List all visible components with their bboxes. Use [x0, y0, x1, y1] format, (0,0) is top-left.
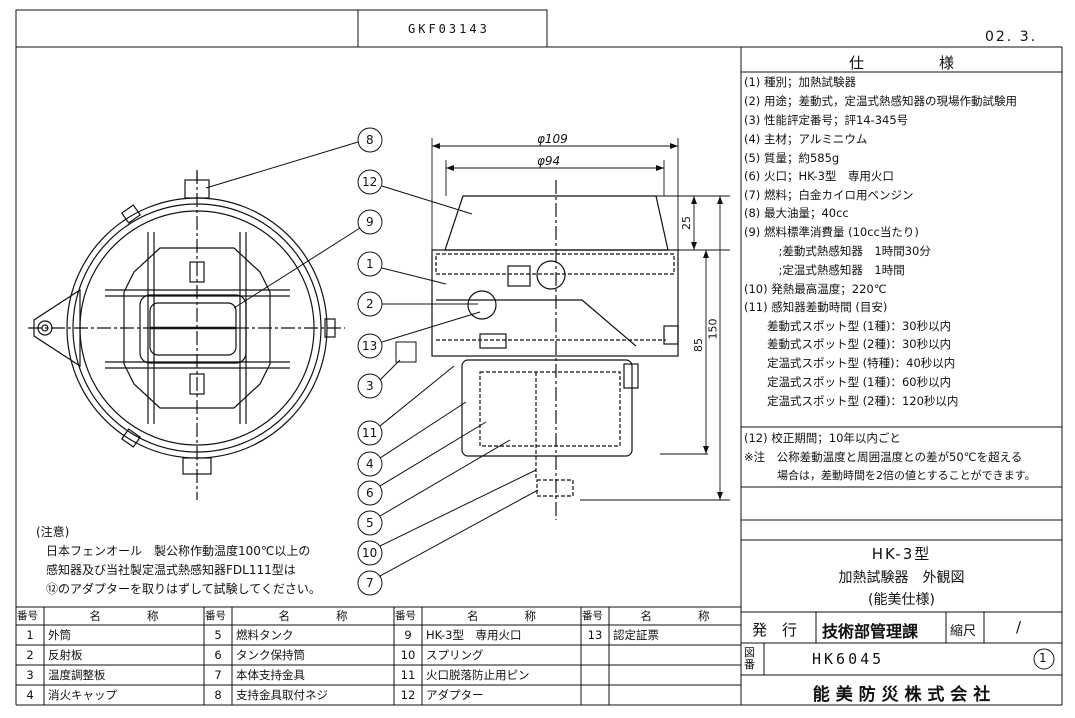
part-name: 燃料タンク	[236, 628, 294, 642]
col-name-header: 名 称	[278, 609, 348, 623]
part-no: 1	[26, 628, 34, 642]
part-name: 本体支持金具	[236, 668, 305, 682]
callout-9: 9	[366, 215, 374, 229]
part-no: 6	[214, 648, 222, 662]
col-name-header: 名 称	[89, 609, 159, 623]
part-name: HK-3型 専用火口	[426, 628, 522, 642]
spec-line: ※注 公称差動温度と周囲温度との差が50℃を超える	[744, 450, 1023, 464]
part-name: 認定証票	[613, 628, 659, 642]
revision-mark: 1	[1039, 651, 1047, 665]
spec-line: (8) 最大油量；40cc	[744, 206, 849, 220]
part-no: 3	[26, 668, 34, 682]
callout-2: 2	[366, 297, 374, 311]
callout-4: 4	[366, 457, 374, 471]
spec-title: 仕 様	[848, 54, 954, 72]
drawing-number: HK6045	[812, 650, 885, 668]
spec-line: (9) 燃料標準消費量 (10cc当たり)	[744, 225, 919, 239]
note-heading: (注意)	[36, 525, 70, 539]
col-no-header: 番号	[205, 610, 226, 622]
part-no: 5	[214, 628, 222, 642]
part-no: 2	[26, 648, 34, 662]
part-no: 8	[214, 688, 222, 702]
col-name-header: 名 称	[467, 609, 536, 623]
spec-line: (2) 用途；差動式，定温式熱感知器の現場作動試験用	[744, 94, 1017, 108]
part-name: 消火キャップ	[48, 688, 117, 702]
callout-1: 1	[366, 257, 374, 271]
callout-5: 5	[366, 516, 374, 530]
note-line: ⑫のアダプターを取りはずして試験してください。	[46, 582, 321, 596]
part-name: 反射板	[48, 648, 83, 662]
spec-line: (10) 発熱最高温度；220℃	[744, 282, 887, 296]
spec-line: (7) 燃料；白金カイロ用ベンジン	[744, 188, 914, 202]
issue-department: 技術部管理課	[822, 622, 919, 641]
dim-150: 150	[706, 318, 720, 340]
drawing-code: GKF03143	[408, 22, 490, 36]
spec-line: (3) 性能評定番号；評14-345号	[744, 113, 909, 127]
dim-25: 25	[680, 216, 693, 230]
col-no-header: 番号	[582, 610, 603, 622]
spec-line: ;差動式熱感知器 1時間30分	[744, 244, 931, 258]
part-no: 11	[400, 668, 416, 682]
part-no: 10	[400, 648, 416, 662]
spec-line: 差動式スポット型 (1種)：30秒以内	[744, 319, 952, 333]
model-title: HK-3型	[871, 545, 932, 563]
spec-line: (5) 質量；約585g	[744, 151, 840, 165]
scale-value: /	[1016, 618, 1022, 636]
spec-line: (12) 校正期間；10年以内ごと	[744, 431, 901, 445]
callout-12: 12	[362, 175, 378, 189]
spec-line: 定温式スポット型 (1種)：60秒以内	[744, 375, 952, 389]
part-name: 外筒	[48, 628, 71, 642]
part-name: タンク保持筒	[236, 648, 305, 662]
dim-inner-diameter: φ94	[537, 154, 561, 168]
spec-line: (6) 火口；HK-3型 専用火口	[744, 169, 894, 183]
spec-type: (能美仕様)	[868, 592, 935, 608]
spec-line: (11) 感知器差動時間 (目安)	[744, 300, 888, 314]
part-no: 4	[26, 688, 34, 702]
issue-label: 発 行	[752, 621, 798, 639]
spec-line: ;定温式熱感知器 1時間	[744, 263, 905, 277]
col-name-header: 名 称	[640, 609, 710, 623]
callout-11: 11	[362, 426, 378, 440]
callout-6: 6	[366, 486, 374, 500]
col-no-header: 番号	[17, 610, 38, 622]
spec-line: (4) 主材；アルミニウム	[744, 132, 868, 146]
col-no-header: 番号	[395, 610, 416, 622]
part-name: アダプター	[426, 688, 484, 702]
spec-line: 差動式スポット型 (2種)：30秒以内	[744, 337, 952, 351]
company-name: 能 美 防 災 株 式 会 社	[812, 685, 991, 705]
callout-10: 10	[362, 546, 378, 560]
spec-line: 場合は，差動時間を2倍の値とすることができます。	[744, 469, 1036, 482]
part-no: 7	[214, 668, 222, 682]
part-name: 温度調整板	[48, 668, 106, 682]
spec-line: (1) 種別；加熱試験器	[744, 75, 856, 89]
callout-7: 7	[366, 576, 374, 590]
part-name: スプリング	[426, 648, 484, 662]
drawing-name: 加熱試験器 外観図	[838, 570, 965, 586]
callout-13: 13	[362, 339, 378, 353]
spec-line: 定温式スポット型 (特種)：40秒以内	[744, 356, 956, 370]
issue-date: 02. 3.	[985, 29, 1038, 45]
part-name: 火口脱落防止用ピン	[426, 668, 530, 682]
dim-85: 85	[692, 338, 705, 352]
drawing-no-label: 図番	[744, 646, 755, 671]
part-no: 9	[404, 628, 412, 642]
dim-outer-diameter: φ109	[537, 132, 568, 146]
note-line: 日本フェンオール 製公称作動温度100℃以上の	[46, 544, 311, 558]
spec-line: 定温式スポット型 (2種)：120秒以内	[744, 394, 959, 408]
note-line: 感知器及び当社製定温式熱感知器FDL111型は	[46, 563, 296, 577]
scale-label: 縮尺	[950, 624, 977, 639]
part-no: 13	[587, 628, 603, 642]
callout-8: 8	[366, 133, 374, 147]
part-no: 12	[400, 688, 416, 702]
part-name: 支持金具取付ネジ	[236, 688, 328, 702]
callout-3: 3	[366, 379, 374, 393]
